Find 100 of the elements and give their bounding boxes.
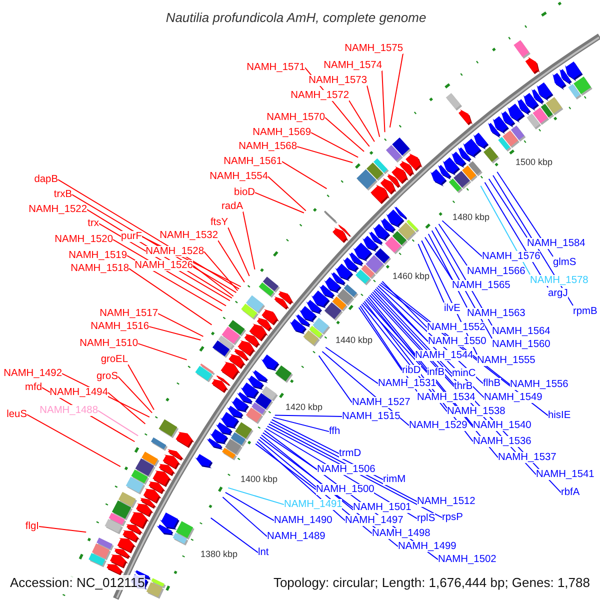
- gene-label: NAMH_1573: [308, 74, 367, 86]
- leader-line: [204, 251, 238, 292]
- gene-label: minC: [452, 368, 476, 378]
- leader-line: [128, 268, 212, 326]
- leader-line: [442, 220, 482, 258]
- gene-label: NAMH_1536: [473, 436, 532, 446]
- leader-line: [266, 426, 442, 518]
- leader-line: [262, 432, 318, 470]
- accession-label: Accession: NC_012115: [10, 575, 145, 590]
- gene-label: NAMH_1528: [146, 246, 204, 256]
- leader-line: [256, 441, 346, 522]
- gene-label: NAMH_1500: [316, 484, 374, 494]
- gene-label: rplS: [417, 512, 436, 524]
- gene-label: mfd: [25, 382, 42, 392]
- gene-label: lnt: [258, 546, 269, 558]
- tick-label: 1440 kbp: [335, 335, 373, 345]
- gene-label: NAMH_1576: [482, 250, 540, 262]
- gene-label: groEL: [100, 354, 128, 364]
- gene-label: NAMH_1494: [50, 386, 108, 398]
- gene-label: rimM: [383, 474, 406, 484]
- gene-label: NAMH_1569: [252, 126, 311, 138]
- gene-label: NAMH_1499: [398, 540, 456, 552]
- gene-label: NAMH_1578: [530, 274, 588, 286]
- leader-line: [348, 100, 375, 142]
- leader-line: [128, 364, 154, 410]
- leader-line: [296, 146, 354, 164]
- gene-label: NAMH_1561: [224, 156, 282, 166]
- gene-label: rpmB: [573, 306, 598, 316]
- gene-label: trmD: [339, 448, 362, 458]
- gene-label: NAMH_1497: [345, 514, 404, 526]
- leader-line: [218, 240, 245, 283]
- gene-label: infB: [427, 366, 445, 378]
- gene-label: NAMH_1550: [428, 336, 486, 346]
- gene-label: NAMH_1531: [378, 378, 436, 388]
- leader-line: [228, 487, 284, 506]
- gene-label: rbfA: [561, 486, 580, 498]
- tick-label: 1480 kbp: [452, 212, 490, 222]
- gene-label: NAMH_1556: [510, 378, 568, 390]
- gene-label: hisIE: [548, 410, 571, 420]
- tick-label: 1380 kbp: [200, 549, 238, 559]
- leader-line: [108, 392, 146, 424]
- leader-line: [222, 496, 268, 538]
- leader-line: [389, 53, 404, 128]
- gene-label: NAMH_1488: [40, 404, 98, 416]
- gene-label: groS: [96, 370, 118, 382]
- gene-label: dapB: [34, 174, 58, 184]
- gene-label: NAMH_1564: [492, 326, 550, 336]
- gene-label: NAMH_1538: [447, 406, 506, 416]
- leader-line: [224, 492, 274, 522]
- gene-label: trxB: [54, 188, 72, 200]
- gene-label: NAMH_1510: [80, 338, 138, 348]
- leader-line: [254, 192, 304, 214]
- gene-label: NAMH_1492: [4, 368, 62, 378]
- gene-label: NAMH_1515: [342, 410, 400, 422]
- gene-label: thrB: [454, 380, 473, 392]
- leader-line: [272, 416, 330, 432]
- gene-label: NAMH_1526: [134, 260, 193, 270]
- gene-label: NAMH_1560: [492, 338, 550, 350]
- leader-line: [365, 299, 416, 356]
- gene-label: NAMH_1571: [246, 62, 305, 72]
- gene-label: NAMH_1541: [536, 468, 594, 480]
- gene-label: NAMH_1566: [467, 266, 526, 276]
- leader-line: [366, 85, 380, 138]
- gene-label: ribD: [402, 364, 421, 376]
- gene-label: NAMH_1516: [90, 320, 149, 332]
- leader-line: [255, 443, 316, 490]
- gene-label: NAMH_1506: [317, 464, 376, 474]
- leader-line: [148, 326, 202, 341]
- leader-line: [38, 526, 87, 533]
- leader-line: [438, 223, 468, 266]
- gene-label: NAMH_1520: [54, 234, 113, 244]
- gene-label: NAMH_1491: [284, 498, 342, 510]
- leader-line: [373, 290, 452, 374]
- gene-label: NAMH_1544: [415, 350, 474, 360]
- gene-label: purF: [121, 230, 142, 242]
- gene-label: leuS: [6, 408, 27, 420]
- leader-line: [318, 355, 352, 404]
- gene-label: ilvE: [444, 302, 460, 314]
- leader-line: [418, 244, 444, 303]
- gene-label: flhB: [483, 378, 501, 388]
- leader-line: [98, 410, 139, 436]
- gene-label: NAMH_1555: [477, 354, 536, 366]
- leader-line: [382, 280, 428, 328]
- gene-label: NAMH_1512: [417, 496, 476, 506]
- leader-line: [26, 414, 121, 468]
- gene-label: NAMH_1554: [210, 170, 268, 182]
- gene-label: argJ: [548, 288, 568, 298]
- gene-label: NAMH_1501: [353, 502, 412, 512]
- leader-line: [360, 305, 418, 392]
- gene-label: NAMH_1563: [467, 308, 526, 318]
- gene-label: ftsY: [210, 216, 228, 228]
- gene-label: NAMH_1549: [484, 392, 542, 402]
- tick-label: 1500 kbp: [515, 157, 553, 167]
- leader-line: [192, 265, 234, 297]
- gene-label: bioD: [234, 186, 255, 198]
- gene-label: NAMH_1575: [344, 42, 403, 54]
- gene-label: NAMH_1517: [100, 308, 158, 318]
- gene-label: NAMH_1574: [324, 60, 382, 70]
- gene-label: NAMH_1502: [438, 554, 496, 564]
- gene-label: NAMH_1490: [274, 514, 332, 526]
